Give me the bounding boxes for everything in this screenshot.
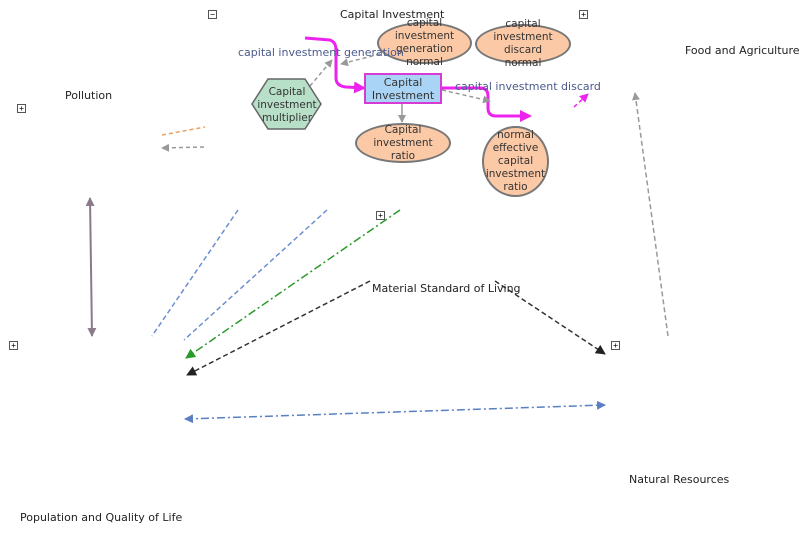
collapse-toggle-capital[interactable]: − [208,10,217,19]
resources-food-link [631,92,669,337]
multiplier-hexagon [251,78,322,130]
sector-material-standard[interactable]: Material Standard of Living [372,282,521,295]
blue-dashed-link-1 [151,209,239,337]
expand-toggle-material[interactable]: + [376,211,385,220]
pollution-gray-link [161,143,205,152]
expand-toggle-pollution[interactable]: + [17,104,26,113]
link-stock-discard [441,89,491,104]
discard-normal-node[interactable]: capital investment discard normal [475,18,571,69]
green-link [185,209,401,359]
capital-investment-stock[interactable]: Capital Investment [364,73,442,104]
blue-dashed-link-2 [183,209,328,341]
generation-normal-node[interactable]: capital investment generation normal [377,17,472,68]
discard-flow-label[interactable]: capital investment discard [455,80,601,93]
pollution-population-link [85,197,97,337]
expand-toggle-resources[interactable]: + [611,341,620,350]
sector-food-agriculture[interactable]: Food and Agriculture [685,44,800,57]
expand-toggle-food[interactable]: + [579,10,588,19]
pollution-orange-link [161,126,206,136]
food-flow-arrow [573,93,589,108]
generation-flow-pipe [304,36,366,94]
multiplier-node[interactable]: Capital investment multiplier [257,85,317,124]
expand-toggle-population[interactable]: + [9,341,18,350]
link-multiplier-generation [309,59,333,87]
material-resources-link [494,280,606,355]
sector-pollution[interactable]: Pollution [65,89,113,102]
sector-population[interactable]: Population and Quality of Life [20,511,183,524]
material-population-link [186,280,371,376]
generation-flow-label[interactable]: capital investment generation [238,46,404,59]
ratio-node[interactable]: Capital investment ratio [355,123,451,163]
normal-effective-ratio-node[interactable]: normal effective capital investment rati… [482,126,549,197]
sector-natural-resources[interactable]: Natural Resources [629,473,730,486]
population-resources-link [184,400,606,424]
